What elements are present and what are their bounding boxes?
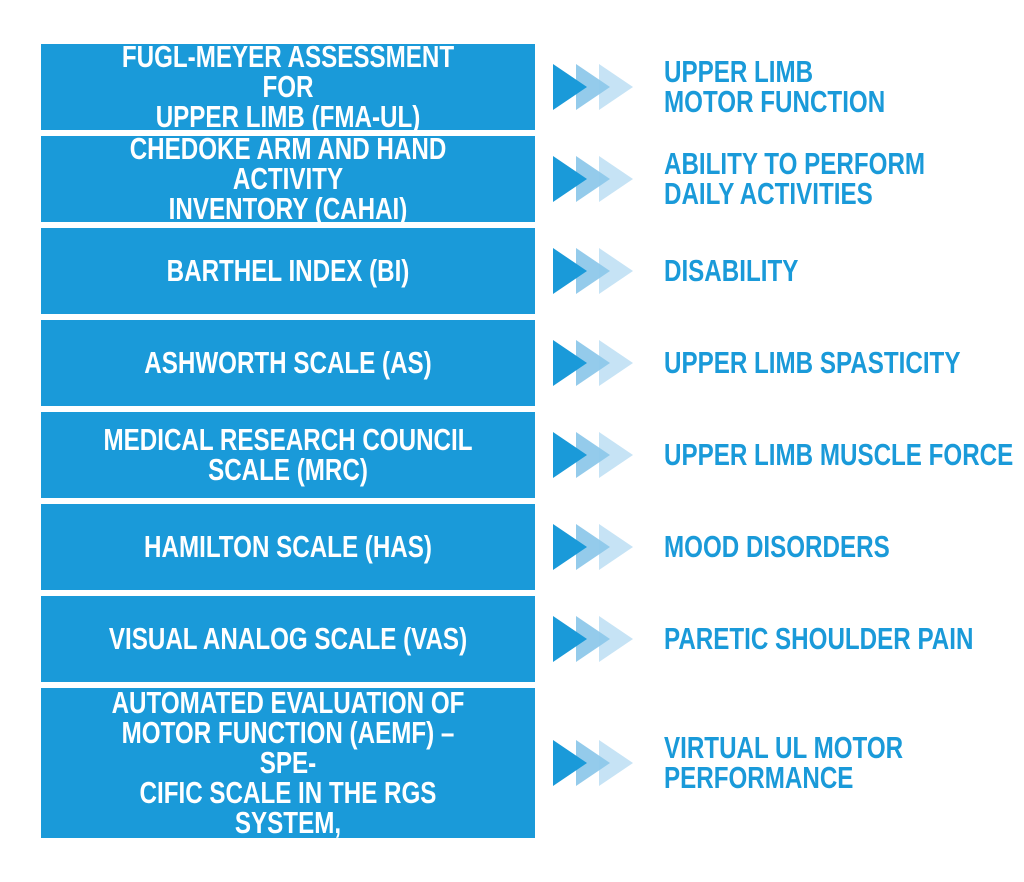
diagram-row: CHEDOKE ARM AND HAND ACTIVITY INVENTORY … — [41, 131, 1024, 226]
measure-text: MOOD DISORDERS — [664, 529, 890, 564]
scale-name: ASHWORTH SCALE (AS) — [144, 345, 432, 380]
measure-text: PARETIC SHOULDER PAIN — [664, 621, 974, 656]
triple-arrow-icon — [553, 740, 633, 786]
arrow-1 — [553, 740, 587, 786]
arrow-2 — [576, 616, 610, 662]
measure-label: MOOD DISORDERS — [664, 504, 1024, 590]
triple-arrow-icon — [553, 616, 633, 662]
arrow-3 — [599, 64, 633, 110]
scale-box: HAMILTON SCALE (HAS) — [41, 504, 535, 590]
arrow-3 — [599, 156, 633, 202]
arrow-2 — [576, 64, 610, 110]
scale-name: HAMILTON SCALE (HAS) — [144, 529, 432, 564]
diagram-row: FUGL-MEYER ASSESSMENT FOR UPPER LIMB (FM… — [41, 39, 1024, 134]
triple-arrow-icon — [553, 156, 633, 202]
measure-text: DISABILITY — [664, 253, 799, 288]
measure-text: VIRTUAL UL MOTOR PERFORMANCE — [664, 730, 904, 795]
diagram-row: VISUAL ANALOG SCALE (VAS) PARETIC SHOULD… — [41, 596, 1024, 682]
measure-label: UPPER LIMB SPASTICITY — [664, 320, 1024, 406]
arrow-2 — [576, 432, 610, 478]
arrow-2 — [576, 156, 610, 202]
scale-box: AUTOMATED EVALUATION OF MOTOR FUNCTION (… — [41, 685, 535, 840]
arrow-1 — [553, 340, 587, 386]
measure-label: VIRTUAL UL MOTOR PERFORMANCE — [664, 688, 1024, 838]
scale-name: BARTHEL INDEX (BI) — [166, 253, 410, 288]
measure-label: PARETIC SHOULDER PAIN — [664, 596, 1024, 682]
arrow-2 — [576, 524, 610, 570]
scale-name: AUTOMATED EVALUATION OF MOTOR FUNCTION (… — [111, 685, 465, 840]
arrow-3 — [599, 340, 633, 386]
scale-box: CHEDOKE ARM AND HAND ACTIVITY INVENTORY … — [41, 131, 535, 226]
measure-text: UPPER LIMB SPASTICITY — [664, 345, 961, 380]
scale-box: FUGL-MEYER ASSESSMENT FOR UPPER LIMB (FM… — [41, 39, 535, 134]
measure-label: DISABILITY — [664, 228, 1024, 314]
diagram-row: MEDICAL RESEARCH COUNCIL SCALE (MRC) UPP… — [41, 412, 1024, 498]
arrow-2 — [576, 740, 610, 786]
arrow-3 — [599, 248, 633, 294]
arrow-2 — [576, 248, 610, 294]
triple-arrow-icon — [553, 248, 633, 294]
measure-label: UPPER LIMB MUSCLE FORCE — [664, 412, 1024, 498]
arrow-1 — [553, 248, 587, 294]
measure-text: UPPER LIMB MUSCLE FORCE — [664, 437, 1014, 472]
arrow-3 — [599, 524, 633, 570]
diagram-row: ASHWORTH SCALE (AS) UPPER LIMB SPASTICIT… — [41, 320, 1024, 406]
scale-box: ASHWORTH SCALE (AS) — [41, 320, 535, 406]
scale-name: CHEDOKE ARM AND HAND ACTIVITY INVENTORY … — [129, 131, 447, 226]
measure-label: UPPER LIMB MOTOR FUNCTION — [664, 44, 1024, 130]
triple-arrow-icon — [553, 340, 633, 386]
arrow-3 — [599, 616, 633, 662]
scale-name: VISUAL ANALOG SCALE (VAS) — [108, 621, 468, 656]
scale-box: VISUAL ANALOG SCALE (VAS) — [41, 596, 535, 682]
diagram-row: BARTHEL INDEX (BI) DISABILITY — [41, 228, 1024, 314]
arrow-1 — [553, 156, 587, 202]
triple-arrow-icon — [553, 64, 633, 110]
arrow-3 — [599, 432, 633, 478]
measure-text: UPPER LIMB MOTOR FUNCTION — [664, 54, 886, 119]
triple-arrow-icon — [553, 432, 633, 478]
arrow-1 — [553, 616, 587, 662]
arrow-2 — [576, 340, 610, 386]
measure-label: ABILITY TO PERFORM DAILY ACTIVITIES — [664, 136, 1024, 222]
scale-box: BARTHEL INDEX (BI) — [41, 228, 535, 314]
arrow-3 — [599, 740, 633, 786]
scale-name: MEDICAL RESEARCH COUNCIL SCALE (MRC) — [103, 422, 473, 487]
scale-box: MEDICAL RESEARCH COUNCIL SCALE (MRC) — [41, 412, 535, 498]
diagram-row: HAMILTON SCALE (HAS) MOOD DISORDERS — [41, 504, 1024, 590]
arrow-1 — [553, 524, 587, 570]
scale-name: FUGL-MEYER ASSESSMENT FOR UPPER LIMB (FM… — [121, 39, 455, 134]
arrow-1 — [553, 64, 587, 110]
triple-arrow-icon — [553, 524, 633, 570]
diagram-row: AUTOMATED EVALUATION OF MOTOR FUNCTION (… — [41, 685, 1024, 840]
arrow-1 — [553, 432, 587, 478]
measure-text: ABILITY TO PERFORM DAILY ACTIVITIES — [664, 146, 926, 211]
